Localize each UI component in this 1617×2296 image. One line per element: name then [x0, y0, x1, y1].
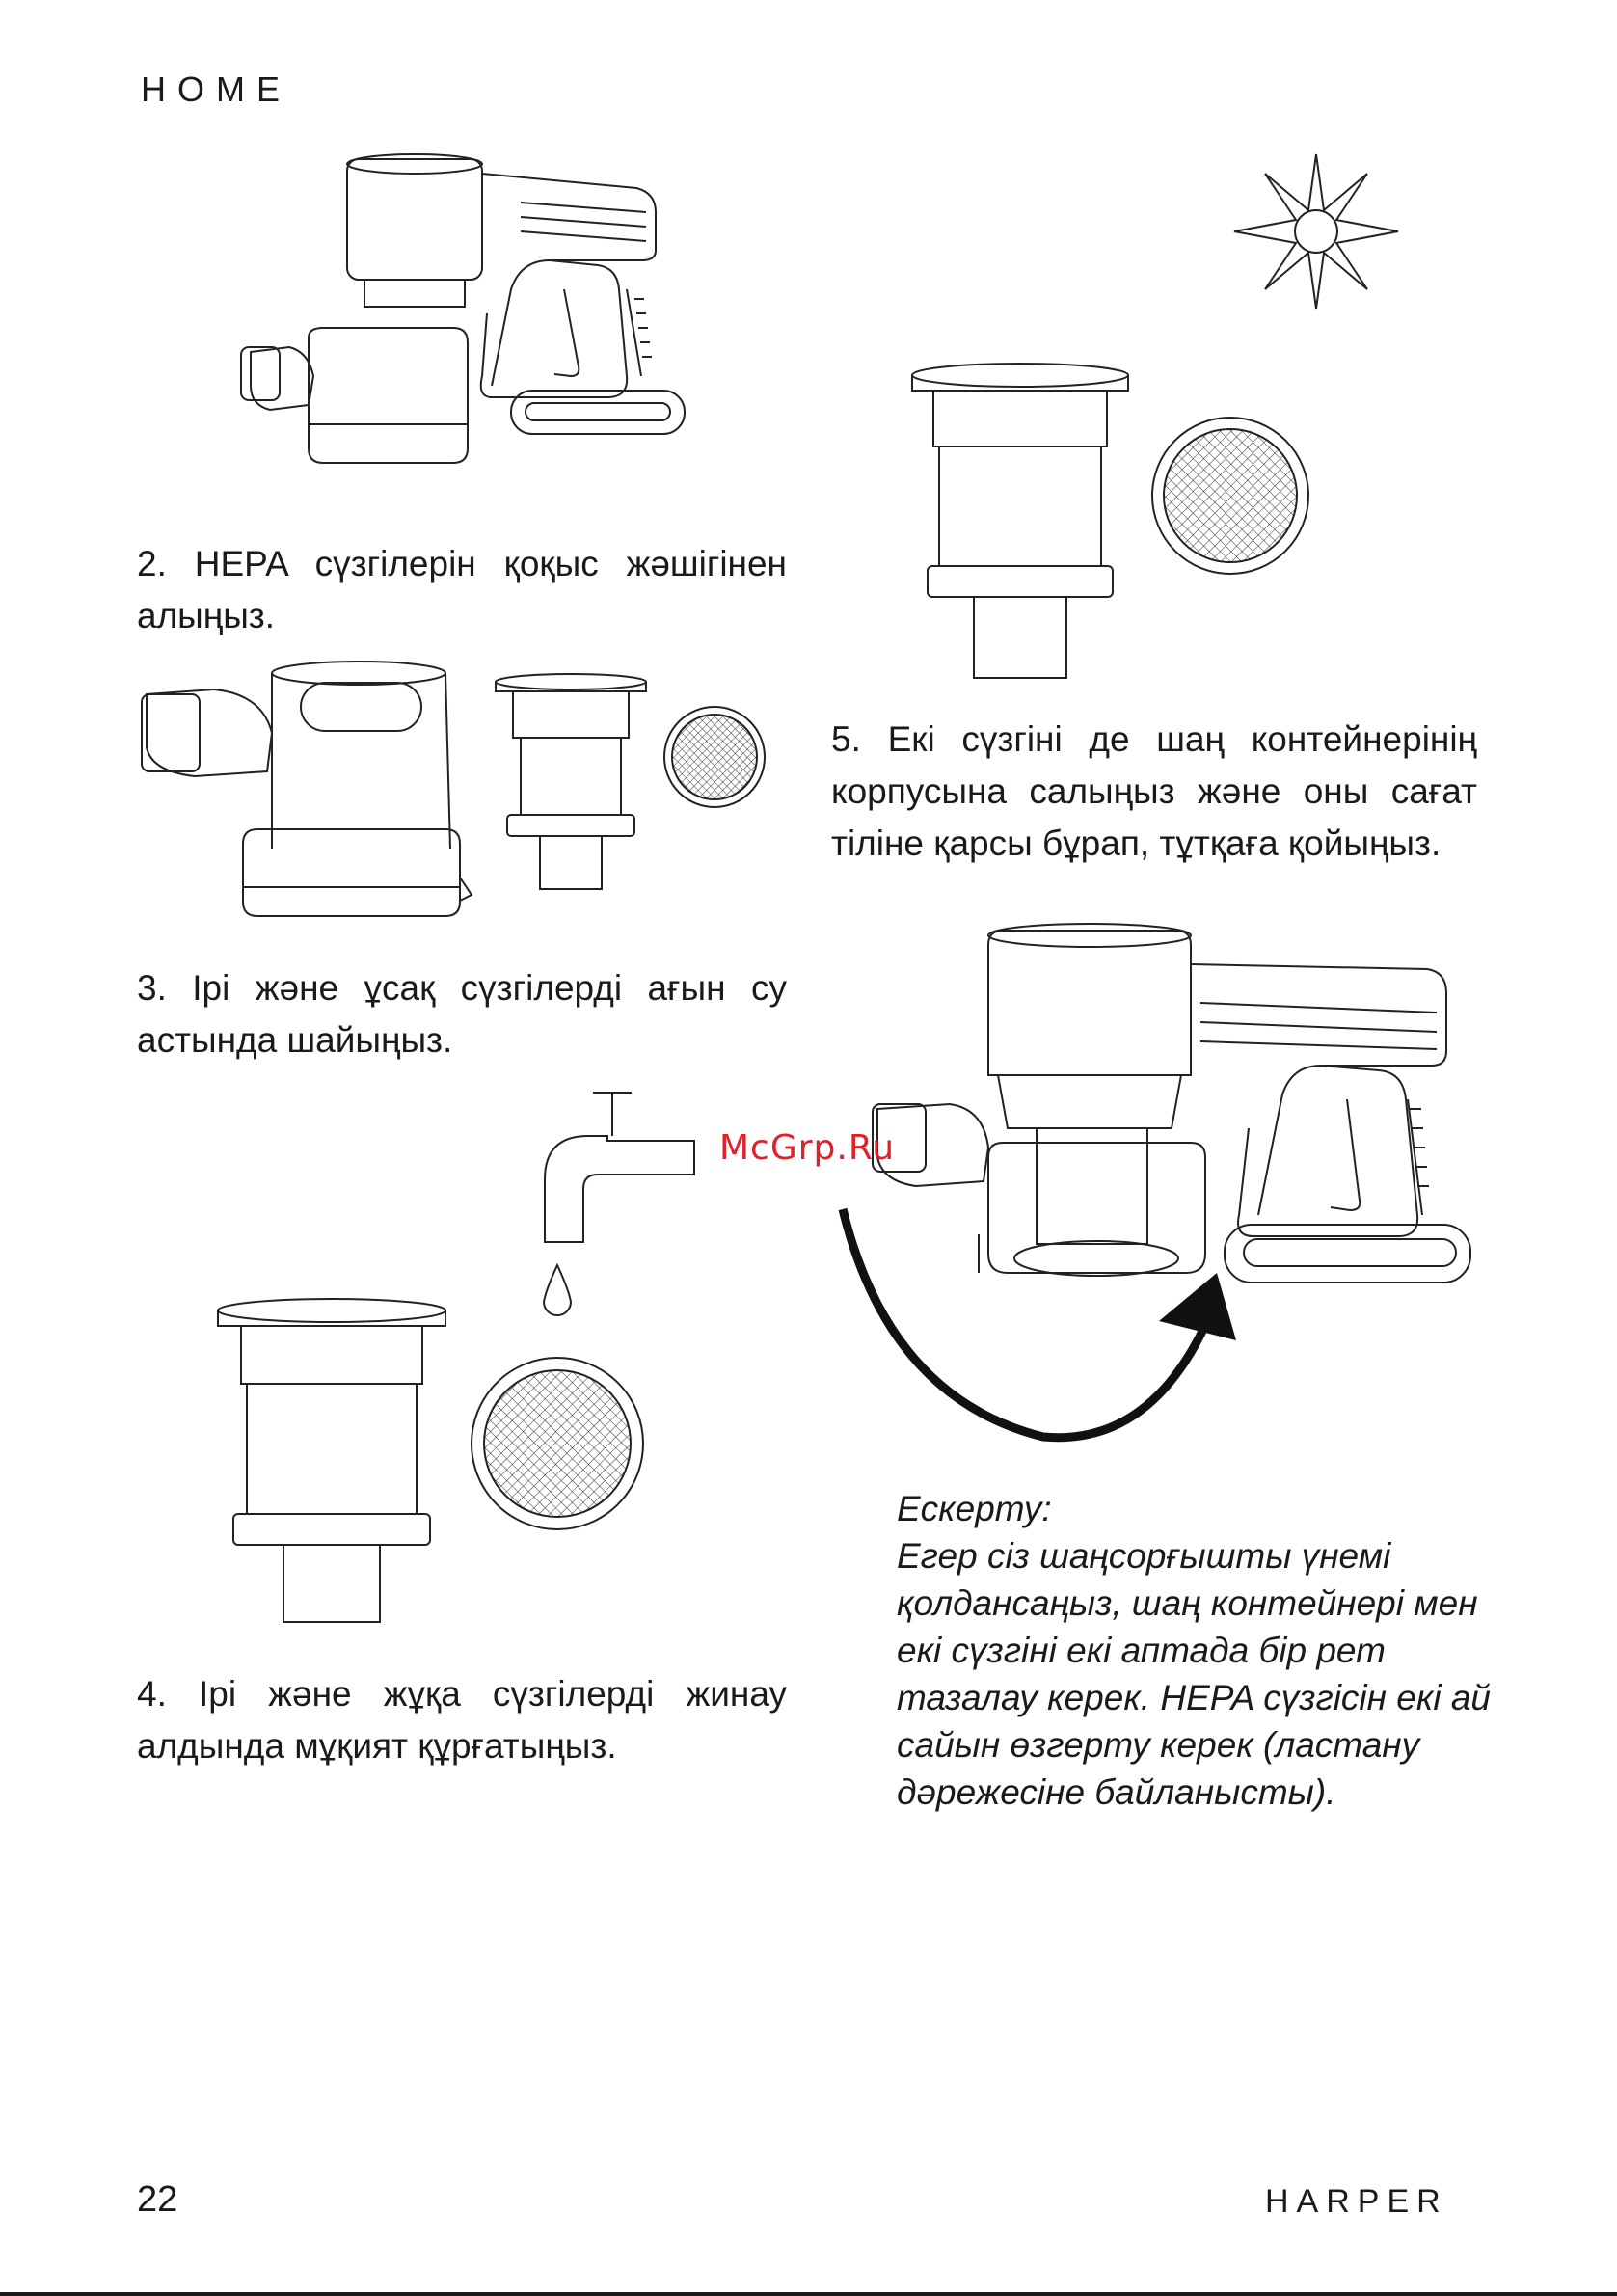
step-3-text: 3. Ірі және ұсақ сүзгілерді ағын су асты… [137, 968, 787, 1060]
step-5-text: 5. Екі сүзгіні де шаң контейнерінің корп… [831, 719, 1477, 863]
vacuum-assembled-icon [868, 926, 1475, 1360]
home-logo: HOME [141, 69, 291, 109]
brand-logo: HARPER [1265, 2183, 1448, 2220]
step-4-text: 4. Ірі және жұқа сүзгілерді жинау алдынд… [137, 1674, 787, 1766]
vacuum-disassembled-icon [231, 145, 685, 521]
page-number: 22 [137, 2179, 178, 2220]
note-text: Егер сіз шаңсорғышты үнемі қолдансаңыз, … [897, 1536, 1491, 1812]
mesh-filter-icon [1149, 415, 1311, 577]
filter-cone-icon [492, 670, 651, 897]
bottom-rule [0, 2292, 1617, 2296]
watermark: McGrp.Ru [719, 1128, 896, 1168]
filter-cone-icon [214, 1297, 450, 1630]
water-tap-icon [540, 1078, 694, 1247]
sun-icon [1232, 154, 1401, 309]
filter-cone-icon [908, 362, 1132, 685]
note-title: Ескерту: [897, 1489, 1052, 1528]
note-block: Ескерту: Егер сіз шаңсорғышты үнемі қолд… [897, 1485, 1495, 1816]
rotate-arrow-icon [831, 1205, 1236, 1456]
mesh-filter-icon [469, 1355, 647, 1533]
step-2-text: 2. HEPA сүзгілерін қоқыс жәшігінен алыңы… [137, 544, 787, 635]
mesh-filter-icon [661, 704, 768, 810]
water-drop-icon [538, 1261, 577, 1325]
dust-container-icon [137, 656, 474, 935]
